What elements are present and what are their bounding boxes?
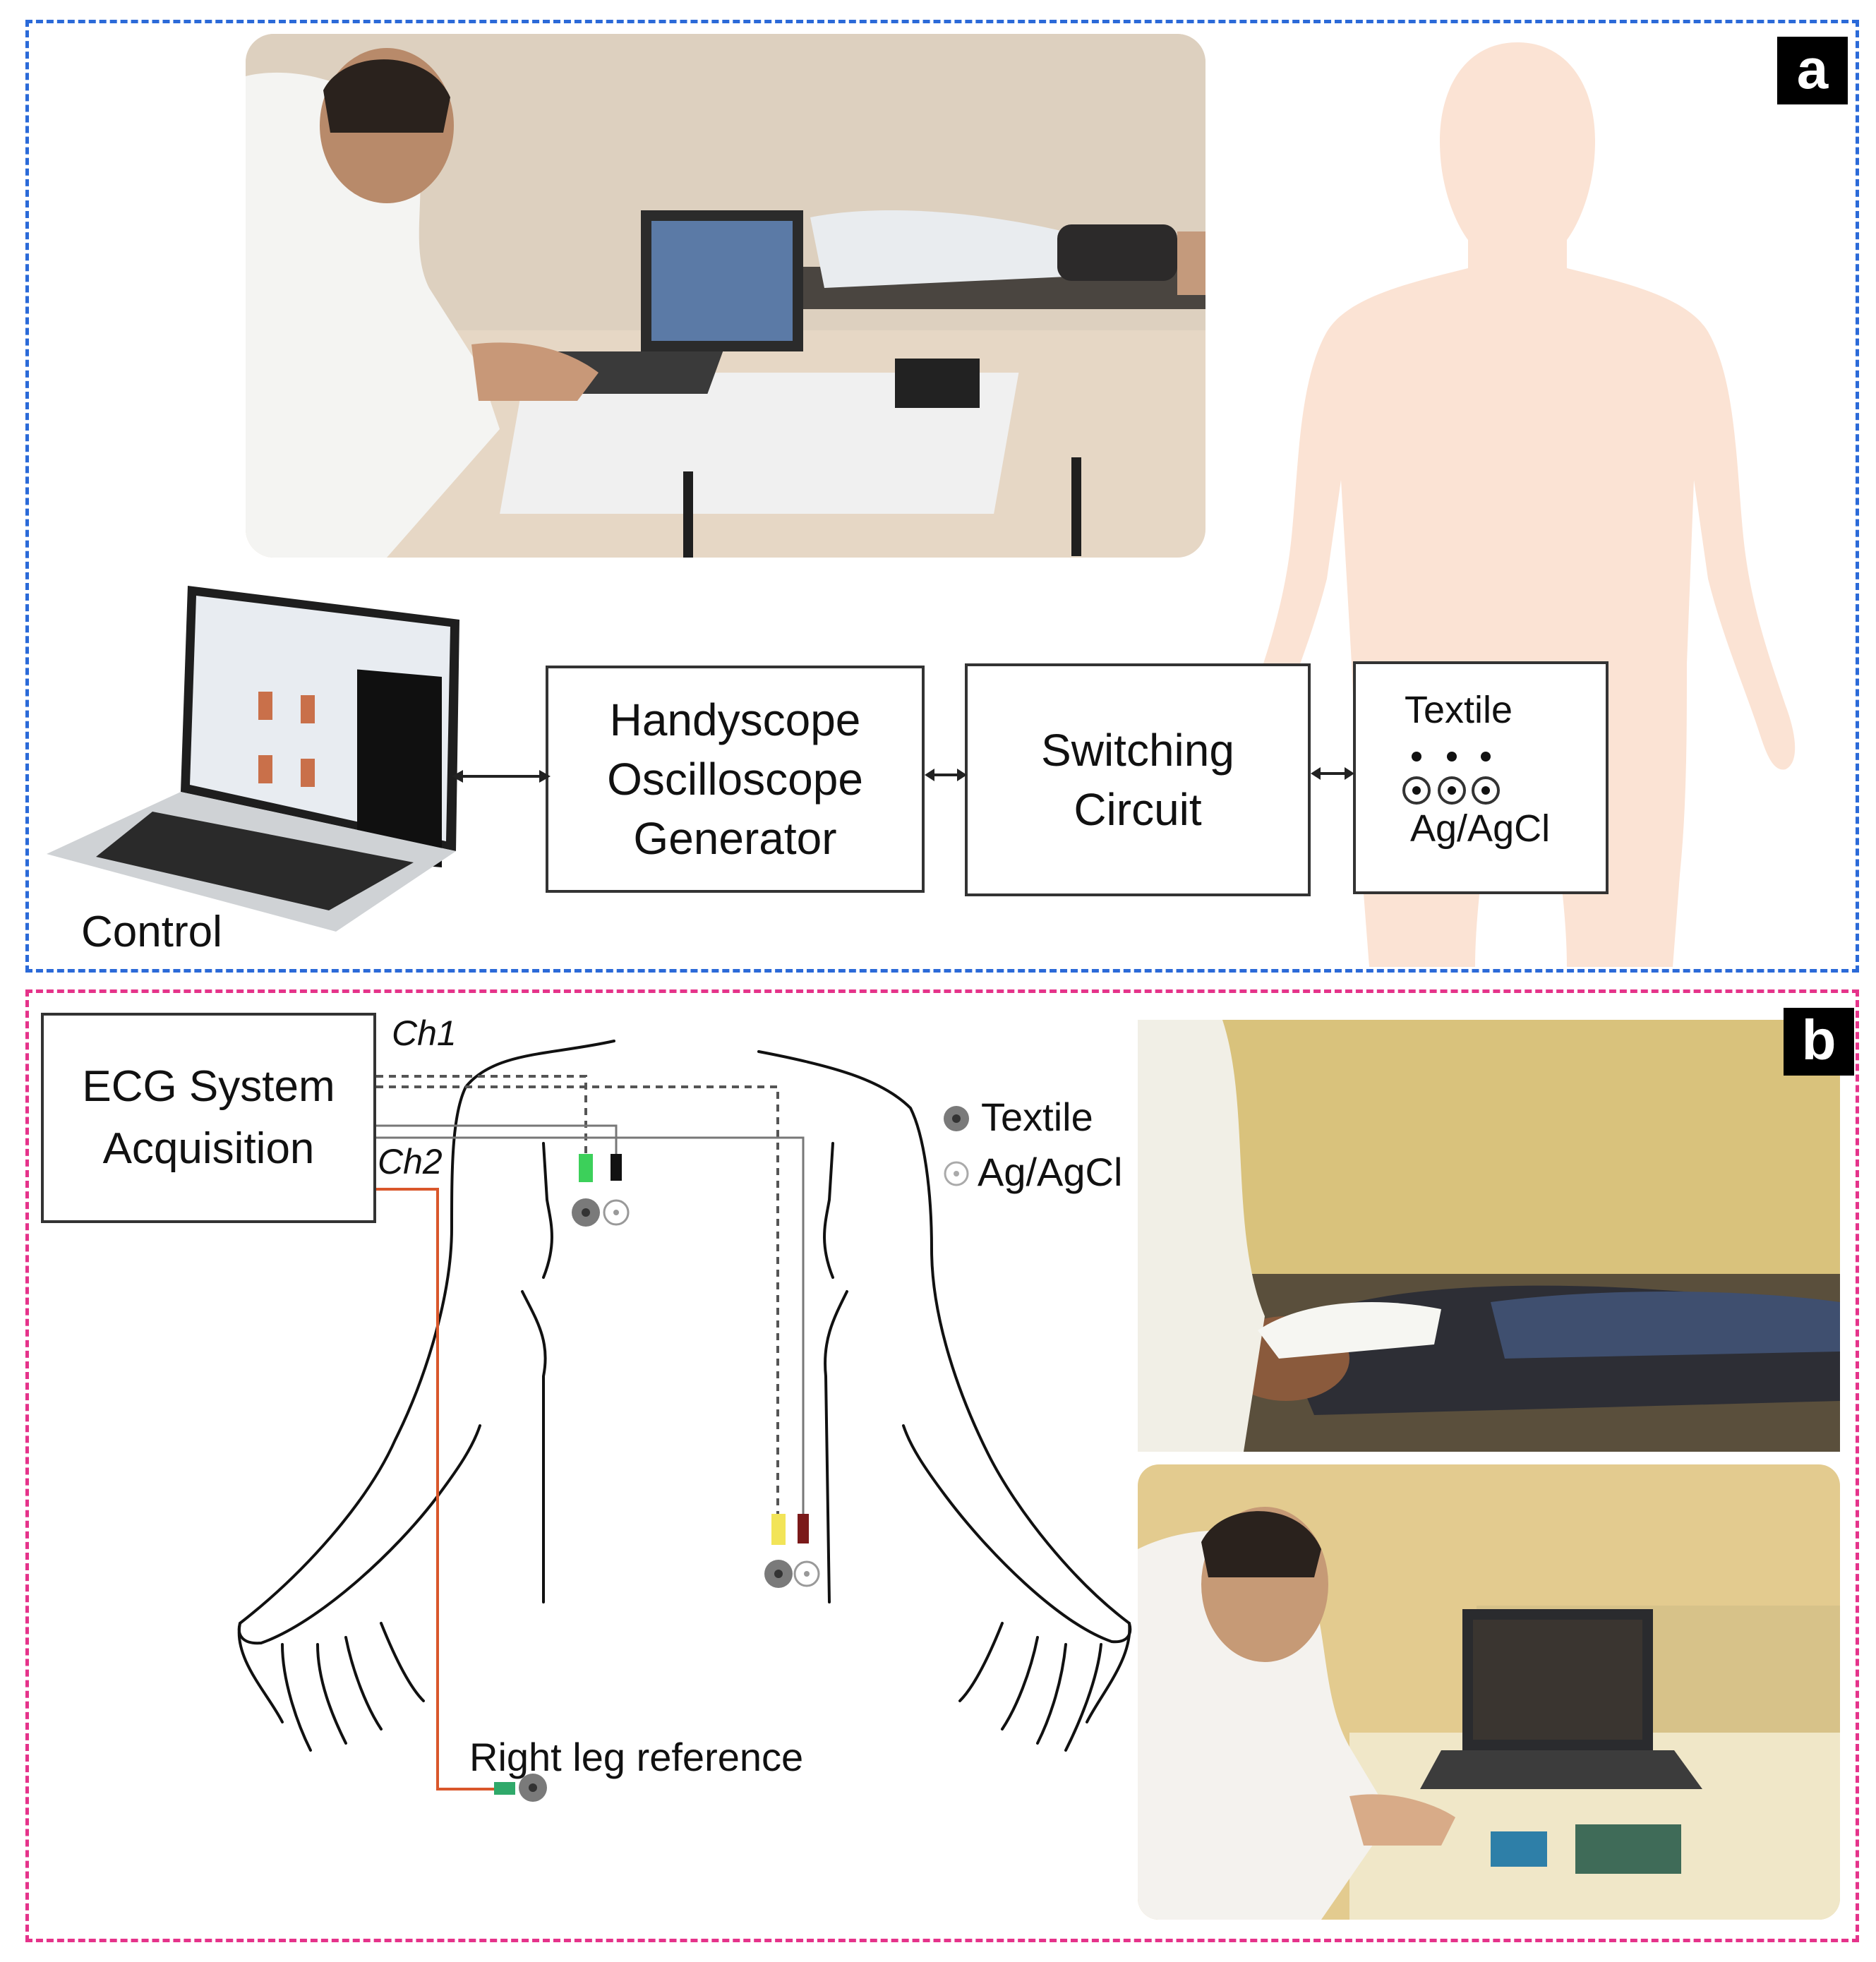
switching-circuit-box: Switching Circuit [965, 663, 1311, 896]
switching-line-1: Switching [1041, 725, 1234, 776]
upper-body-diagram [237, 1040, 1132, 1802]
ch2-label: Ch2 [378, 1142, 443, 1181]
photo-electrode-placement [1138, 1020, 1840, 1452]
panel-b [25, 989, 1859, 1942]
handyscope-line-3: Generator [633, 813, 837, 864]
arrow-control-handyscope [452, 770, 551, 783]
control-label: Control [81, 908, 222, 956]
handyscope-line-2: Oscilloscope [607, 754, 863, 805]
legend-textile-label: Textile [981, 1095, 1093, 1139]
ecg-line-1: ECG System [82, 1062, 335, 1111]
panel-b-tag: b [1784, 1008, 1854, 1076]
electrode-textile-label: Textile [1405, 689, 1513, 731]
laptop-icon [47, 586, 459, 932]
panel-a-tag: a [1777, 37, 1848, 104]
agagcl-electrode-icon [944, 1161, 969, 1186]
electrode-dots-icon [1402, 752, 1500, 805]
photo-acquisition-setup [1138, 1464, 1840, 1920]
arrow-handyscope-switching [925, 769, 967, 781]
right-leg-reference-label: Right leg reference [469, 1735, 804, 1779]
textile-electrode-icon [944, 1106, 969, 1131]
legend-agagcl-label: Ag/AgCl [978, 1150, 1123, 1194]
handyscope-line-1: Handyscope [609, 694, 861, 745]
electrode-box [1353, 661, 1609, 894]
lab-photo-measurement [246, 34, 1205, 558]
ch1-label: Ch1 [392, 1013, 457, 1053]
handyscope-oscilloscope-generator-box: Handyscope Oscilloscope Generator [546, 666, 925, 893]
electrode-agagcl-label: Ag/AgCl [1410, 807, 1551, 850]
arrow-switching-electrodes [1311, 767, 1354, 780]
ecg-line-2: Acquisition [102, 1124, 315, 1173]
ecg-system-acquisition-box: ECG System Acquisition [41, 1013, 376, 1223]
panel-a [25, 20, 1859, 973]
switching-line-2: Circuit [1074, 784, 1202, 835]
